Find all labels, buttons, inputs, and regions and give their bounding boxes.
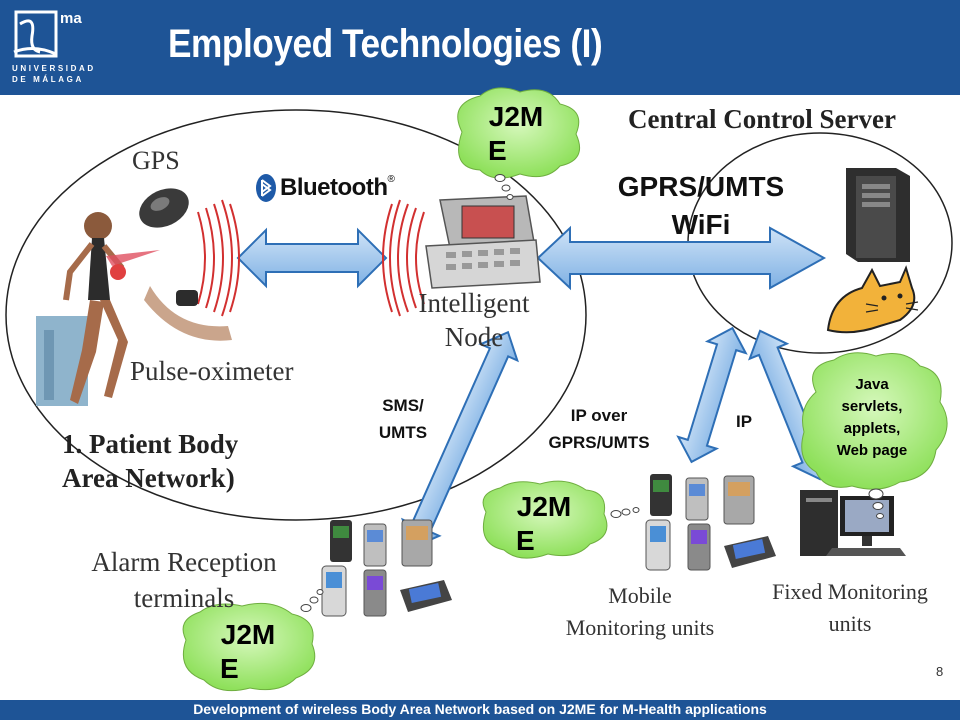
- alarm-reception-label: Alarm Reception terminals: [70, 544, 298, 616]
- header-bar: [0, 0, 960, 95]
- signal-arcs-right: [382, 199, 425, 317]
- intelligent-node-phone-image: [425, 195, 541, 289]
- pulse-oximeter-label: Pulse-oximeter: [130, 356, 294, 386]
- java-cloud-line2: servlets,: [841, 398, 903, 415]
- slide-title: Employed Technologies (I): [168, 22, 603, 66]
- cloud-bottom-line1: J2M: [220, 619, 276, 650]
- cloud-top-line1: J2M: [488, 101, 544, 132]
- java-cloud-line4: Web page: [836, 442, 908, 459]
- runner-image: [36, 212, 160, 406]
- sms-label-line2: UMTS: [378, 423, 428, 442]
- bluetooth-registered-mark: ®: [387, 174, 395, 185]
- logo-ma-text: ma: [60, 10, 82, 27]
- j2me-cloud-middle-text: J2M E: [494, 490, 594, 558]
- gps-label: GPS: [132, 146, 180, 175]
- footer-text: Development of wireless Body Area Networ…: [193, 701, 767, 717]
- logo-university-text: UNIVERSIDAD: [12, 64, 96, 73]
- mobile-ip-link-arrow: [676, 326, 748, 464]
- j2me-cloud-middle: [482, 480, 640, 559]
- j2me-cloud-top: [457, 87, 580, 200]
- signal-arcs-left: [197, 199, 240, 317]
- ban-label-line2: Area Network): [62, 463, 235, 493]
- gprs-label-line2: WiFi: [671, 209, 731, 240]
- java-cloud-line3: applets,: [843, 420, 901, 437]
- fixed-monitoring-label: Fixed Monitoring units: [746, 576, 954, 640]
- fixed-label-line1: Fixed Monitoring: [772, 579, 928, 604]
- ban-label-line1: 1. Patient Body: [62, 429, 239, 459]
- mobile-monitoring-label: Mobile Monitoring units: [542, 580, 738, 644]
- mobile-label-line1: Mobile: [608, 583, 672, 608]
- server-title: Central Control Server: [628, 104, 896, 134]
- ipover-label-line2: GPRS/UMTS: [548, 433, 650, 452]
- cloud-bottom-line2: E: [220, 653, 239, 684]
- alarm-terminal-devices: [321, 519, 452, 617]
- alarm-label-line1: Alarm Reception: [91, 547, 277, 577]
- node-label-line2: Node: [444, 322, 504, 352]
- logo-malaga-text: DE MÁLAGA: [12, 75, 84, 84]
- bluetooth-wordmark: Bluetooth®: [280, 174, 395, 202]
- ipover-label-line1: IP over: [570, 406, 628, 425]
- intelligent-node-label: Intelligent Node: [394, 286, 554, 354]
- page-number: 8: [936, 664, 944, 679]
- sms-label-line1: SMS/: [382, 396, 424, 415]
- alarm-label-line2: terminals: [133, 583, 235, 613]
- cloud-mid-line1: J2M: [516, 491, 572, 522]
- java-cloud: [801, 352, 948, 519]
- node-label-line1: Intelligent: [418, 288, 530, 318]
- gprs-label-line1: GPRS/UMTS: [617, 171, 785, 202]
- gprs-link-arrow: [536, 225, 827, 291]
- sms-umts-label: SMS/ UMTS: [364, 392, 442, 446]
- cloud-mid-line2: E: [516, 525, 535, 556]
- fixed-label-line2: units: [828, 611, 872, 636]
- university-logo: [10, 6, 80, 64]
- j2me-cloud-bottom: [182, 589, 324, 692]
- j2me-cloud-top-text: J2M E: [466, 100, 566, 168]
- j2me-cloud-bottom-text: J2M E: [198, 618, 298, 686]
- cloud-top-line2: E: [488, 135, 507, 166]
- bluetooth-link-arrow: [236, 227, 388, 289]
- ip-label: IP: [736, 412, 753, 431]
- bluetooth-wordmark-text: Bluetooth: [280, 174, 388, 201]
- fixed-monitoring-pc-image: [800, 490, 906, 556]
- patient-ban-ellipse: [5, 109, 587, 521]
- patient-ban-label: 1. Patient Body Area Network): [62, 427, 238, 495]
- gprs-label: GPRS/UMTS WiFi: [596, 168, 806, 244]
- mobile-label-line2: Monitoring units: [565, 615, 715, 640]
- tomcat-icon: [826, 265, 919, 334]
- ip-over-gprs-label: IP over GPRS/UMTS: [522, 402, 676, 456]
- gps-device-image: [139, 188, 189, 228]
- bluetooth-logo: [256, 174, 276, 202]
- pulse-oximeter-image: [144, 286, 232, 341]
- java-cloud-line1: Java: [855, 376, 889, 393]
- footer-bar: [0, 700, 960, 720]
- java-cloud-text: Java servlets, applets, Web page: [808, 374, 936, 462]
- server-tower-image: [846, 168, 910, 262]
- mobile-monitoring-devices: [645, 474, 776, 571]
